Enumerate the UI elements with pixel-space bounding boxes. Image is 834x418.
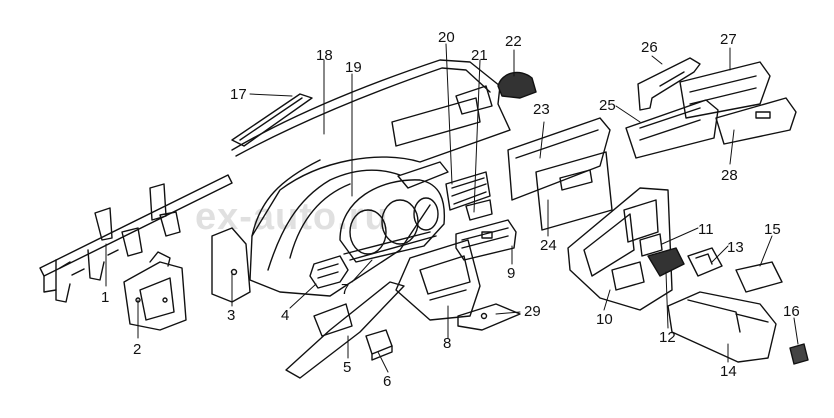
callout-6: 6 <box>383 373 392 390</box>
leader-lines <box>105 43 799 373</box>
part-13-switch <box>687 247 723 277</box>
part-20-center-vent <box>445 171 493 221</box>
part-10-console-bezel <box>567 187 673 311</box>
part-27-vent-panel <box>679 61 771 119</box>
callout-17: 17 <box>230 86 247 103</box>
callout-22: 22 <box>505 33 522 50</box>
callout-2: 2 <box>133 341 142 358</box>
part-5-lower-trim <box>285 281 405 379</box>
callout-14: 14 <box>720 363 737 380</box>
dashboard-main-body <box>231 59 511 297</box>
part-3-lower-cover <box>211 227 251 303</box>
callout-15: 15 <box>764 221 781 238</box>
callout-12: 12 <box>659 329 676 346</box>
callout-8: 8 <box>443 335 452 352</box>
part-2-bracket-plate <box>123 251 187 331</box>
part-22-side-vent <box>497 71 537 99</box>
callout-1: 1 <box>101 289 110 306</box>
part-8-console-front <box>395 239 481 321</box>
part-16-cap <box>789 343 809 365</box>
callout-3: 3 <box>227 307 236 324</box>
part-23-glovebox-lid <box>507 117 611 201</box>
part-12-switch-block <box>647 247 685 277</box>
callout-21: 21 <box>471 47 488 64</box>
part-24-glovebox-bin <box>535 151 613 231</box>
part-17-top-strip <box>231 93 313 147</box>
part-9-heater-control <box>455 219 517 261</box>
callout-9: 9 <box>507 265 516 282</box>
callout-7: 7 <box>341 281 350 298</box>
callout-20: 20 <box>438 29 455 46</box>
callout-16: 16 <box>783 303 800 320</box>
part-29-bracket <box>457 303 521 331</box>
callout-5: 5 <box>343 359 352 376</box>
callout-29: 29 <box>524 303 541 320</box>
part-1-crossmember <box>39 174 233 303</box>
part-6-switch <box>365 329 393 361</box>
callout-18: 18 <box>316 47 333 64</box>
callout-19: 19 <box>345 59 362 76</box>
callout-10: 10 <box>596 311 613 328</box>
callout-11: 11 <box>698 221 714 238</box>
part-28-side-panel <box>715 97 797 145</box>
callout-13: 13 <box>727 239 744 256</box>
callout-25: 25 <box>599 97 616 114</box>
callout-23: 23 <box>533 101 550 118</box>
part-4-left-vent <box>309 255 349 289</box>
callout-28: 28 <box>721 167 738 184</box>
part-7-instrument-cluster <box>339 179 446 263</box>
part-15-pad <box>735 261 783 293</box>
callout-27: 27 <box>720 31 737 48</box>
callout-24: 24 <box>540 237 557 254</box>
part-26-trim-frame <box>637 57 701 111</box>
part-11-console-insert <box>639 233 663 257</box>
part-14-armrest-console <box>667 291 777 363</box>
callout-26: 26 <box>641 39 658 56</box>
callout-4: 4 <box>281 307 290 324</box>
part-25-trim-panel <box>625 99 719 159</box>
